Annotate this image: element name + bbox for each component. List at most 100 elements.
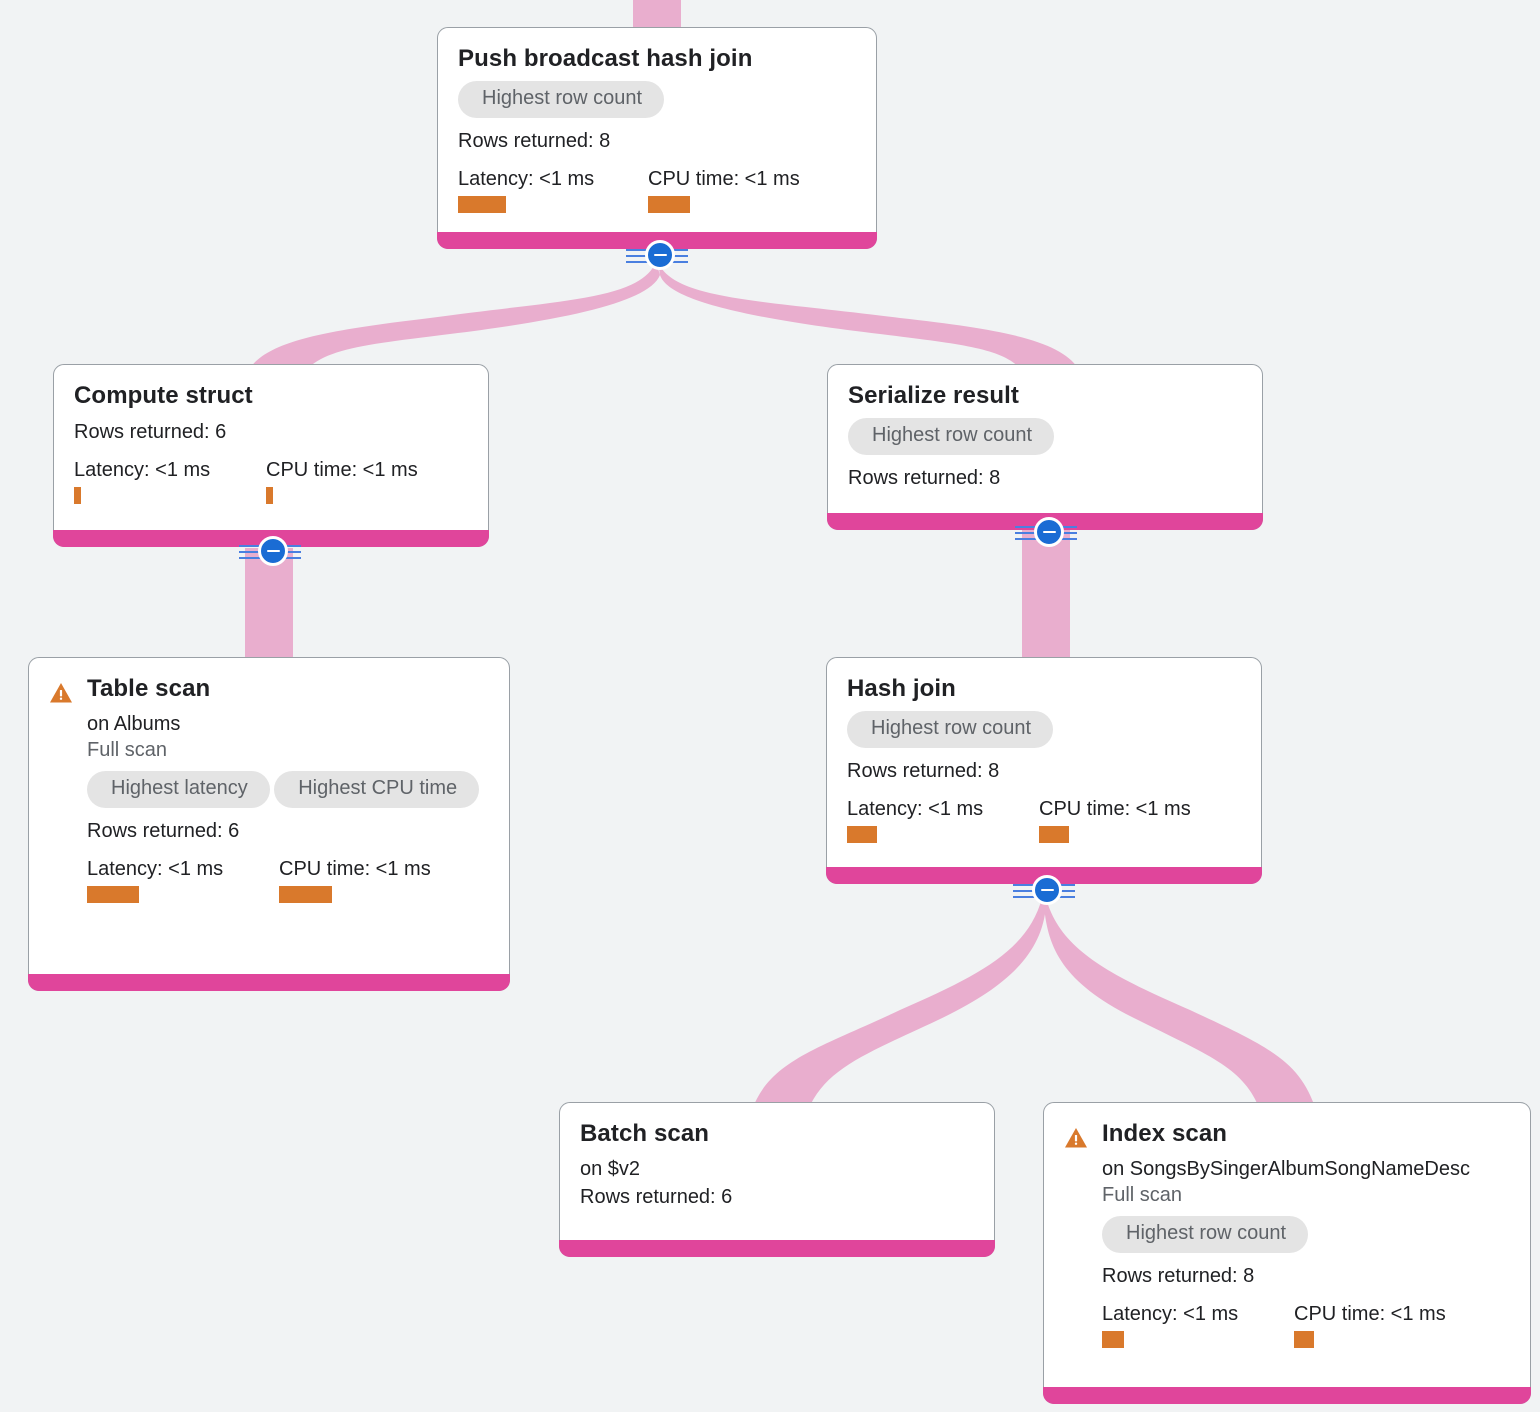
node-push-broadcast-hash-join[interactable]: Push broadcast hash join Highest row cou…: [437, 27, 877, 249]
rows-returned: Rows returned: 8: [847, 759, 1000, 782]
edge-serialize-result-to-hash-join: [1022, 530, 1070, 670]
metric-latency-label: Latency: <1 ms: [847, 797, 984, 820]
metric-cpu-time-label: CPU time: <1 ms: [266, 458, 418, 481]
metrics-row: Latency: <1 ms CPU time: <1 ms: [847, 797, 1241, 843]
node-index-scan[interactable]: Index scan on SongsBySingerAlbumSongName…: [1043, 1102, 1531, 1404]
rows-returned: Rows returned: 6: [580, 1185, 733, 1208]
node-title-row: Serialize result: [848, 383, 1242, 409]
rows-returned: Rows returned: 6: [74, 420, 227, 443]
metric-cpu-time-bar: [1039, 825, 1069, 843]
collapse-button-hash-join[interactable]: [1013, 875, 1075, 907]
metric-cpu-time-bar: [648, 195, 690, 213]
rows-returned: Rows returned: 8: [1102, 1265, 1255, 1288]
badge-highest-row-count: Highest row count: [1102, 1216, 1309, 1254]
node-title-row: Push broadcast hash join: [458, 46, 856, 72]
badge-highest-cpu-time: Highest CPU time: [274, 771, 480, 809]
node-title: Batch scan: [580, 1120, 710, 1147]
edge-root-to-serialize-result: [658, 262, 1078, 368]
node-title: Serialize result: [848, 382, 1020, 409]
node-title-row: Hash join: [847, 676, 1241, 702]
metrics-row: Latency: <1 ms CPU time: <1 ms: [1102, 1302, 1470, 1349]
node-table-scan[interactable]: Table scan on Albums Full scan Highest l…: [28, 657, 510, 991]
edge-compute-struct-to-table-scan: [245, 548, 293, 668]
node-body: Compute struct Rows returned: 6 Latency:…: [54, 365, 488, 520]
minus-circle-icon[interactable]: [258, 536, 288, 566]
badge-highest-row-count: Highest row count: [848, 417, 1055, 455]
edge-root-to-compute-struct: [250, 262, 660, 368]
node-body: Batch scan on $v2 Rows returned: 6: [560, 1103, 994, 1225]
node-text-block: Table scan on Albums Full scan Highest l…: [87, 675, 480, 904]
minus-circle-icon[interactable]: [645, 240, 675, 270]
metric-cpu-time: CPU time: <1 ms: [648, 167, 800, 213]
metric-latency-label: Latency: <1 ms: [1102, 1303, 1239, 1326]
node-title-row: Index scan on SongsBySingerAlbumSongName…: [1064, 1120, 1510, 1349]
collapse-button-serialize-result[interactable]: [1015, 517, 1077, 549]
node-compute-struct[interactable]: Compute struct Rows returned: 6 Latency:…: [53, 364, 489, 547]
metric-cpu-time: CPU time: <1 ms: [1294, 1302, 1446, 1349]
metric-latency: Latency: <1 ms: [74, 458, 266, 504]
metric-cpu-time-bar: [1294, 1331, 1314, 1349]
node-body: Hash join Highest row count Rows returne…: [827, 658, 1261, 859]
warning-triangle-icon: [1064, 1127, 1088, 1154]
badge-highest-row-count: Highest row count: [458, 80, 665, 118]
metric-latency-label: Latency: <1 ms: [458, 167, 595, 190]
metric-latency: Latency: <1 ms: [458, 167, 648, 213]
edge-incoming-top: [633, 0, 681, 27]
metric-latency-bar: [847, 825, 877, 843]
collapse-button-compute-struct[interactable]: [239, 536, 301, 568]
node-scan-type: Full scan: [87, 738, 168, 761]
node-title: Hash join: [847, 675, 956, 702]
node-hash-join[interactable]: Hash join Highest row count Rows returne…: [826, 657, 1262, 884]
metric-latency-label: Latency: <1 ms: [87, 858, 224, 881]
metric-latency: Latency: <1 ms: [847, 797, 1039, 843]
metric-cpu-time-bar: [266, 486, 273, 504]
edge-hash-join-to-index-scan: [1044, 898, 1316, 1110]
metric-latency: Latency: <1 ms: [1102, 1302, 1294, 1349]
node-title-row: Table scan on Albums Full scan Highest l…: [49, 675, 489, 904]
metric-latency: Latency: <1 ms: [87, 857, 279, 904]
metric-cpu-time-label: CPU time: <1 ms: [648, 167, 800, 190]
metric-latency-bar: [458, 195, 506, 213]
metric-cpu-time: CPU time: <1 ms: [266, 458, 418, 504]
badge-highest-latency: Highest latency: [87, 771, 270, 809]
collapse-button-push-broadcast-hash-join[interactable]: [626, 240, 688, 272]
node-title: Index scan: [1102, 1120, 1228, 1147]
node-body: Table scan on Albums Full scan Highest l…: [29, 658, 509, 919]
minus-circle-icon[interactable]: [1032, 875, 1062, 905]
metrics-row: Latency: <1 ms CPU time: <1 ms: [74, 458, 468, 504]
node-footer-bar: [28, 974, 510, 991]
badge-highest-row-count: Highest row count: [847, 710, 1054, 748]
node-text-block: Index scan on SongsBySingerAlbumSongName…: [1102, 1120, 1470, 1349]
metrics-row: Latency: <1 ms CPU time: <1 ms: [458, 167, 856, 213]
rows-returned: Rows returned: 8: [848, 466, 1001, 489]
minus-circle-icon[interactable]: [1034, 517, 1064, 547]
metric-cpu-time: CPU time: <1 ms: [279, 857, 431, 904]
node-body: Serialize result Highest row count Rows …: [828, 365, 1262, 506]
metric-cpu-time-label: CPU time: <1 ms: [1294, 1303, 1446, 1326]
metric-latency-bar: [87, 886, 139, 904]
node-target: on Albums: [87, 712, 181, 735]
node-title: Push broadcast hash join: [458, 45, 753, 72]
node-serialize-result[interactable]: Serialize result Highest row count Rows …: [827, 364, 1263, 530]
node-footer-bar: [1043, 1387, 1531, 1404]
metric-latency-bar: [74, 486, 81, 504]
node-title: Table scan: [87, 675, 211, 702]
node-batch-scan[interactable]: Batch scan on $v2 Rows returned: 6: [559, 1102, 995, 1257]
rows-returned: Rows returned: 8: [458, 129, 611, 152]
rows-returned: Rows returned: 6: [87, 820, 240, 843]
node-title: Compute struct: [74, 382, 253, 409]
metric-latency-bar: [1102, 1331, 1124, 1349]
node-scan-type: Full scan: [1102, 1183, 1183, 1206]
warning-triangle-icon: [49, 682, 73, 709]
metric-latency-label: Latency: <1 ms: [74, 458, 211, 481]
node-body: Index scan on SongsBySingerAlbumSongName…: [1044, 1103, 1530, 1364]
node-target: on $v2: [580, 1157, 641, 1180]
metric-cpu-time-label: CPU time: <1 ms: [279, 858, 431, 881]
node-target: on SongsBySingerAlbumSongNameDesc: [1102, 1157, 1470, 1180]
metrics-row: Latency: <1 ms CPU time: <1 ms: [87, 857, 479, 904]
node-body: Push broadcast hash join Highest row cou…: [438, 28, 876, 229]
edge-hash-join-to-batch-scan: [752, 898, 1046, 1110]
metric-cpu-time: CPU time: <1 ms: [1039, 797, 1191, 843]
